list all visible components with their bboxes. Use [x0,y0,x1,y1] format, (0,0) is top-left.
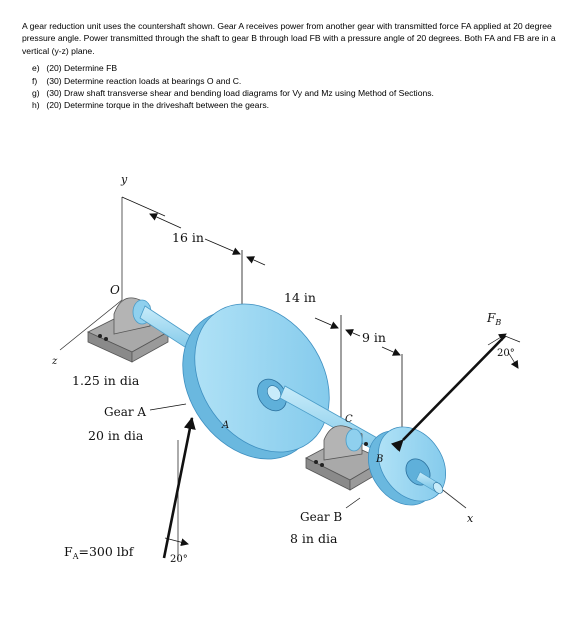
problem-text: A gear reduction unit uses the countersh… [22,20,562,112]
dim-16-label: 16 in [172,230,204,245]
fa-label: FA=300 lbf [64,544,135,561]
problem-parts-list: e) (20) Determine FB f) (30) Determine r… [22,62,562,112]
gear-b-name-label: Gear B [300,510,342,524]
fb-angle-label: 20° [497,348,515,359]
shaft-diameter-label: 1.25 in dia [72,373,140,388]
dim-16-arrow-right [204,238,241,255]
z-axis-line [59,299,123,351]
dim-14-arrow-right [314,317,339,329]
part-h: h) (20) Determine torque in the drivesha… [32,100,269,111]
bearing-o [87,297,169,363]
force-fa [162,417,196,560]
force-fb [391,333,521,453]
fb-arrow [391,335,506,453]
point-c-label: C [345,414,353,425]
fb-label: FB [486,311,501,327]
gear-a-leader [149,403,187,411]
point-a-label: A [221,420,229,431]
figure-labels: O A C B 16 in 14 in 9 in 1.25 in dia Gea… [64,230,515,565]
point-o-label: O [110,283,120,297]
x-axis-label: x [467,512,474,525]
y-axis-label: y [120,173,128,186]
part-f: f) (30) Determine reaction loads at bear… [32,75,242,86]
problem-statement: A gear reduction unit uses the countersh… [22,21,556,56]
dim-14-arrow-left [246,256,266,266]
gear-b-leader [345,497,361,509]
part-g: g) (30) Draw shaft transverse shear and … [32,88,434,99]
coordinate-axes: y z x [51,173,474,525]
dim-9-arrow-right [381,346,401,356]
fa-angle-label: 20° [170,554,188,565]
dim-16-arrow-left [149,213,182,229]
gear-b-diameter-label: 8 in dia [290,531,338,546]
dim-9-arrow-left [345,329,361,337]
point-b-label: B [375,454,383,465]
gear-a [182,303,330,460]
gear-a-name-label: Gear A [104,405,146,419]
gear-b [367,426,447,506]
gear-a-diameter-label: 20 in dia [88,428,144,443]
dim-9-label: 9 in [362,330,386,345]
z-axis-label: z [51,356,58,367]
part-e: e) (20) Determine FB [32,63,118,74]
dim-14-label: 14 in [284,290,316,305]
